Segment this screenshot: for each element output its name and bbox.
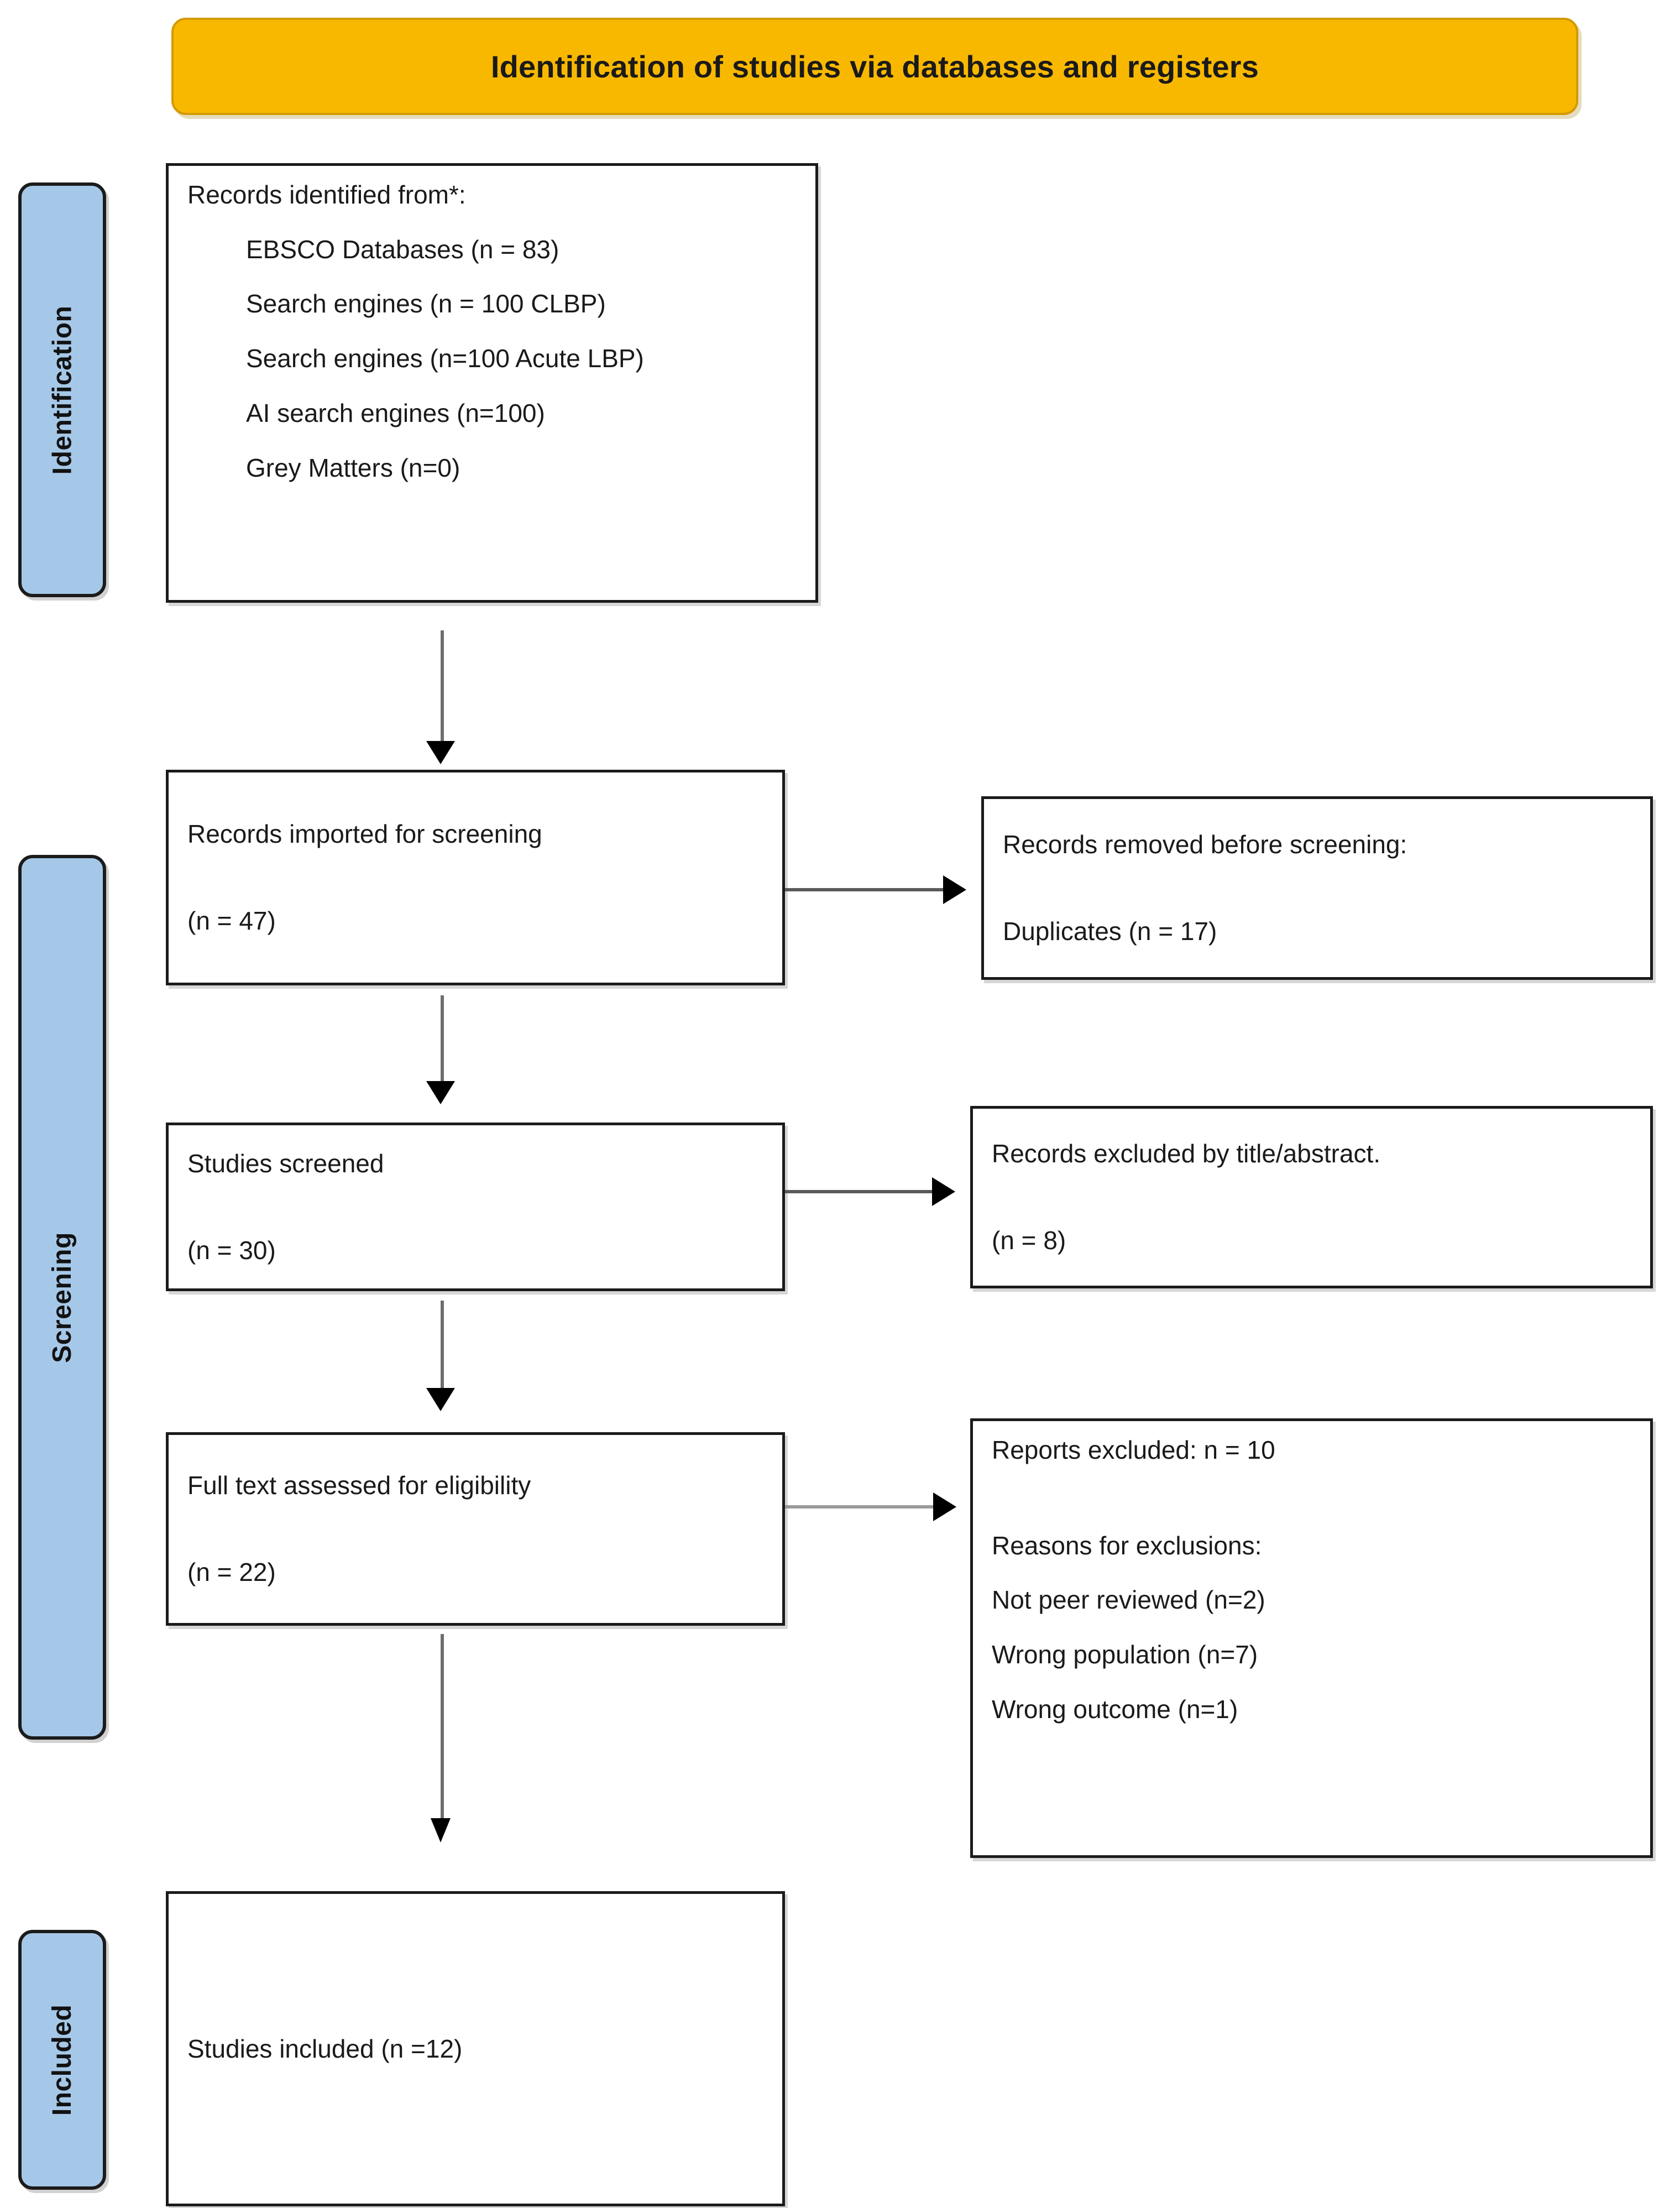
stage-label-included: Included bbox=[48, 2004, 77, 2116]
box-records-removed-before-screening: Records removed before screening: Duplic… bbox=[981, 796, 1653, 980]
diagram-title-banner: Identification of studies via databases … bbox=[171, 18, 1578, 115]
connector-line-screened-to-excluded bbox=[785, 1190, 940, 1193]
arrow-down-icon bbox=[431, 1818, 451, 1842]
records-imported-count: (n = 47) bbox=[187, 906, 276, 935]
connector-line-fulltext-to-included bbox=[441, 1634, 444, 1826]
studies-screened-label: Studies screened bbox=[187, 1149, 384, 1178]
diagram-title-text: Identification of studies via databases … bbox=[490, 49, 1259, 84]
duplicates-count: Duplicates (n = 17) bbox=[1003, 917, 1217, 946]
box-fulltext-assessed: Full text assessed for eligibility (n = … bbox=[166, 1432, 785, 1626]
stage-label-screening: Screening bbox=[48, 1231, 77, 1363]
connector-line-fulltext-to-reports-excluded bbox=[785, 1505, 941, 1508]
arrow-down-icon bbox=[426, 741, 455, 764]
arrow-down-icon bbox=[426, 1081, 455, 1104]
reports-excluded-count: Reports excluded: n = 10 bbox=[992, 1436, 1275, 1464]
stage-band-identification: Identification bbox=[18, 182, 106, 597]
records-removed-prefix: Records removed bbox=[1003, 830, 1211, 859]
arrow-right-icon bbox=[943, 875, 966, 904]
records-removed-label: Records removed before screening: bbox=[1003, 828, 1631, 862]
connector-line-screened-to-fulltext bbox=[441, 1301, 444, 1403]
stage-band-included: Included bbox=[18, 1930, 106, 2190]
source-item: Search engines (n = 100 CLBP) bbox=[246, 289, 606, 319]
arrow-right-icon bbox=[932, 1177, 955, 1206]
arrow-right-icon bbox=[933, 1492, 956, 1521]
records-identified-heading: Records identified from*: bbox=[187, 180, 466, 209]
connector-line-imported-to-screened bbox=[441, 995, 444, 1094]
source-item: AI search engines (n=100) bbox=[246, 398, 545, 427]
exclusion-reason-item: Wrong outcome (n=1) bbox=[992, 1694, 1238, 1724]
studies-included-label: Studies included (n =12) bbox=[187, 2034, 463, 2063]
source-item: Grey Matters (n=0) bbox=[246, 453, 460, 482]
reasons-for-exclusions-label: Reasons for exclusions: bbox=[992, 1531, 1262, 1560]
exclusion-reason-item: Not peer reviewed (n=2) bbox=[992, 1585, 1265, 1615]
box-records-imported: Records imported for screening (n = 47) bbox=[166, 770, 785, 985]
box-studies-included: Studies included (n =12) bbox=[166, 1891, 785, 2206]
stage-label-identification: Identification bbox=[48, 305, 77, 474]
records-removed-italic: before screening bbox=[1210, 830, 1400, 859]
arrow-down-icon bbox=[426, 1388, 455, 1411]
box-records-identified: Records identified from*: EBSCO Database… bbox=[166, 163, 818, 603]
records-imported-label: Records imported for screening bbox=[187, 819, 542, 849]
records-excluded-ta-label: Records excluded by title/abstract. bbox=[992, 1139, 1381, 1168]
box-reports-excluded: Reports excluded: n = 10 Reasons for exc… bbox=[970, 1418, 1653, 1858]
fulltext-assessed-label: Full text assessed for eligibility bbox=[187, 1471, 531, 1500]
source-item: Search engines (n=100 Acute LBP) bbox=[246, 344, 644, 373]
stage-band-screening: Screening bbox=[18, 855, 106, 1740]
exclusion-reason-item: Wrong population (n=7) bbox=[992, 1640, 1258, 1669]
box-records-excluded-title-abstract: Records excluded by title/abstract. (n =… bbox=[970, 1106, 1653, 1288]
records-removed-suffix: : bbox=[1400, 830, 1407, 859]
fulltext-assessed-count: (n = 22) bbox=[187, 1558, 276, 1586]
studies-screened-count: (n = 30) bbox=[187, 1235, 276, 1265]
connector-line-imported-to-removed bbox=[785, 888, 951, 891]
connector-line-identified-to-imported bbox=[441, 630, 444, 753]
records-excluded-ta-count: (n = 8) bbox=[992, 1226, 1066, 1255]
source-item: EBSCO Databases (n = 83) bbox=[246, 234, 559, 264]
box-studies-screened: Studies screened (n = 30) bbox=[166, 1123, 785, 1291]
